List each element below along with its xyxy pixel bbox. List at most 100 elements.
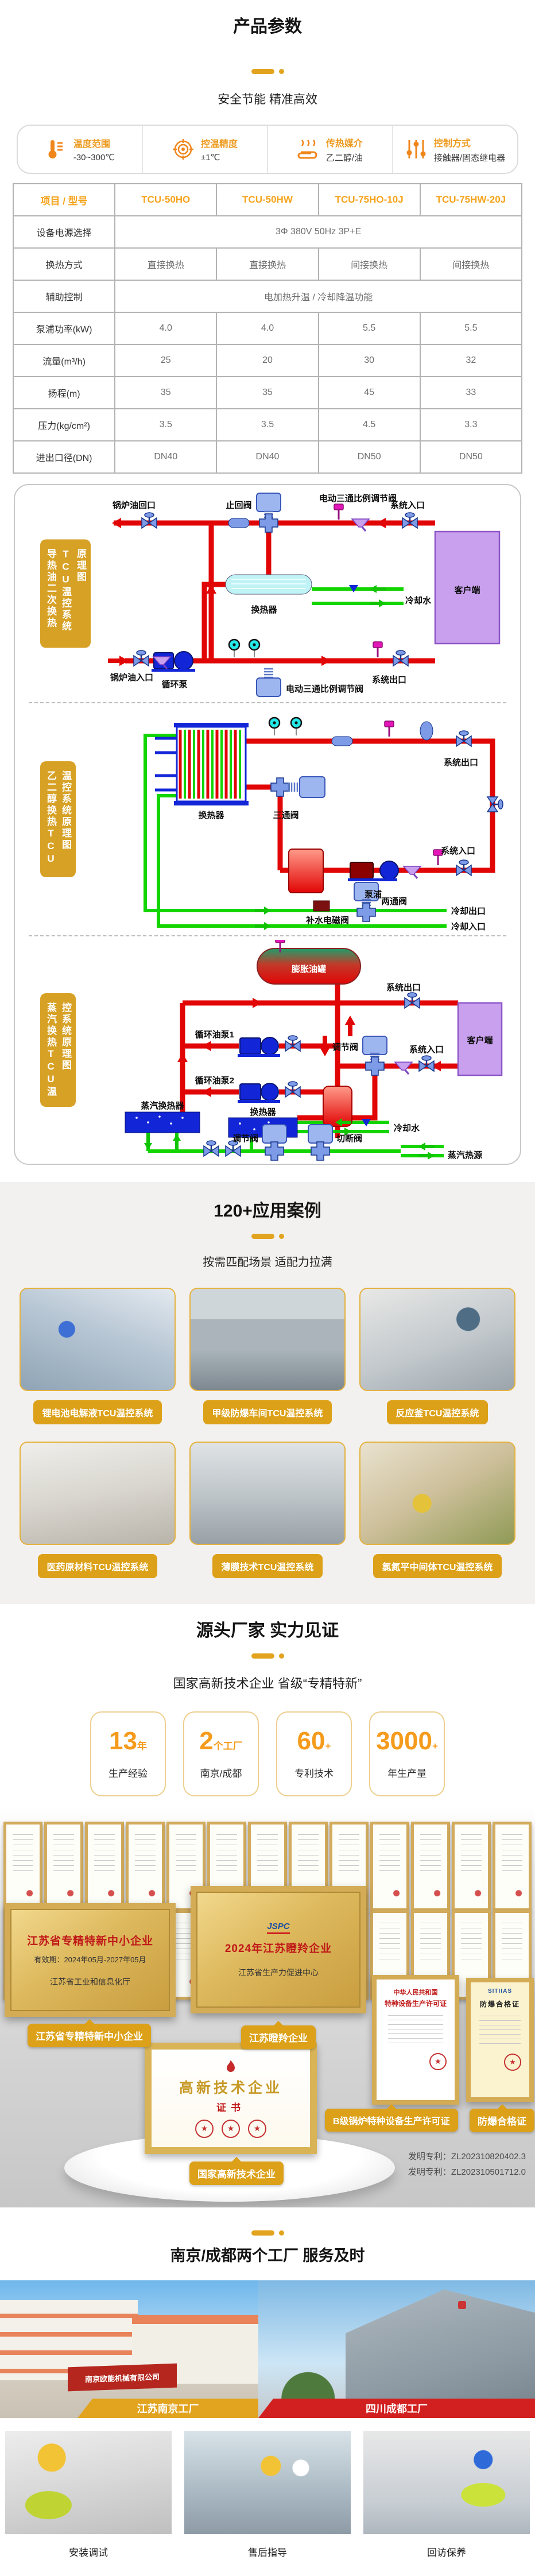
label-exchanger: 换热器 [198, 810, 224, 820]
case-photo [20, 1288, 176, 1391]
feature-medium: 传热媒介乙二醇/油 [267, 126, 392, 173]
row-value: 3Φ 380V 50Hz 3P+E [114, 215, 522, 249]
dashed-separator [29, 935, 506, 936]
service-photo-guidance [184, 2431, 351, 2534]
certificate-explosion-proof: SITIIAS 防爆合格证 ★ [466, 1978, 534, 2102]
cell: 35 [114, 376, 218, 409]
cell: 3.3 [419, 408, 523, 441]
gold-divider [0, 1653, 535, 1659]
certificate-thumbnail [166, 1822, 206, 1911]
plate-heat-exchanger [155, 723, 249, 805]
label-motor-valve-top: 电动三通比例调节阀 [319, 493, 397, 503]
cert-country: 中华人民共和国 [393, 1989, 438, 1996]
stat-card: 60+专利技术 [276, 1711, 352, 1796]
glycol-diagram-schematic: 换热器 三通阀 泵浦 系统出口 系统入口 两通阀 补水电磁阀 冷却出口 冷却入口 [144, 716, 504, 932]
check-valve [331, 736, 353, 746]
diagram-steam: 蒸汽换热TCU温控系统原理图 [15, 936, 520, 1164]
section-product-params: 产品参数 安全节能 精准高效 温度范围-30~300℃ 控温精度±1℃ 传热媒介… [0, 0, 535, 1165]
section-application-cases: 120+应用案例 按需匹配场景 适配力拉满 锂电池电解液TCU温控系统 甲级防爆… [0, 1182, 535, 1604]
case-card: 氯氮平中间体TCU温控系统 [359, 1442, 515, 1578]
feature-label: 传热媒介 [325, 138, 363, 149]
label-client: 客户端 [453, 585, 480, 595]
feature-value: 乙二醇/油 [325, 153, 363, 163]
case-badge: 薄膜技术TCU温控系统 [212, 1554, 323, 1578]
cert-body-lines [388, 2015, 443, 2047]
service-caption: 回访保养 [427, 2547, 466, 2558]
stat-label: 南京/成都 [200, 1768, 242, 1779]
patent-line: 发明专利：ZL202310820402.3 [408, 2152, 526, 2161]
certificate-boiler-license: 中华人民共和国 特种设备生产许可证 ★ [372, 1975, 459, 2105]
row-label: 设备电源选择 [12, 215, 116, 249]
diagram-oil-secondary: 导热油二次换热TCU温控系统原理图 [15, 485, 520, 702]
case-photo [20, 1442, 176, 1545]
cert-title: 特种设备生产许可证 [384, 2000, 447, 2008]
certificate-thumbnail [85, 1822, 124, 1911]
makeup-solenoid-valve [313, 900, 330, 912]
cell: DN50 [317, 440, 421, 474]
check-triangle [349, 585, 358, 592]
seal-icon: ★ [504, 2054, 521, 2071]
valve-actuator [299, 776, 325, 798]
expansion-tank [257, 948, 361, 985]
label-check-valve: 止回阀 [226, 500, 251, 510]
stats-row: 13年生产经验 2个工厂南京/成都 60+专利技术 3000+年生产量 [0, 1711, 535, 1796]
label-pump: 泵浦 [365, 889, 382, 900]
stat-number: 60 [297, 1727, 325, 1755]
row-label: 换热方式 [12, 247, 116, 281]
stat-suffix: + [432, 1741, 438, 1752]
feature-control: 控制方式接触器/固态继电器 [392, 126, 517, 173]
label-boiler-inlet: 锅炉油入口 [110, 672, 153, 683]
factory-photos: 南京欧能机械有限公司 江苏南京工厂 四川成都工厂 [0, 2280, 535, 2418]
cell: DN50 [419, 440, 523, 474]
feature-value: ±1℃ [200, 153, 220, 162]
plaque-title: 2024年江苏瞪羚企业 [224, 1942, 332, 1955]
feature-value: 接触器/固态继电器 [433, 153, 506, 163]
label-system-outlet: 系统出口 [444, 757, 478, 768]
jspc-logo: JSPC [267, 1922, 290, 1934]
table-header-row: 项目 / 型号 TCU-50HO TCU-50HW TCU-75HO-10J T… [12, 183, 523, 216]
gold-divider [0, 69, 535, 74]
certificate-thumbnail [493, 1822, 532, 1911]
feature-bar: 温度范围-30~300℃ 控温精度±1℃ 传热媒介乙二醇/油 控制方式接触器/固… [17, 125, 518, 174]
electric-heater [288, 849, 324, 893]
diagram-side-label: 导热油二次换热TCU温控系统原理图 [40, 539, 91, 648]
cell: 33 [419, 376, 523, 409]
plaque-issuer: 江苏省工业和信息化厅 [50, 1977, 130, 1986]
target-icon [172, 139, 193, 160]
service-caption: 安装调试 [69, 2547, 108, 2558]
label-cooling-water: 冷却水 [394, 1123, 420, 1133]
label-pump: 循环泵 [161, 679, 187, 689]
pipe [180, 1003, 200, 1125]
steam-exchanger [125, 1111, 200, 1133]
cell: 32 [419, 344, 523, 377]
cert-subtitle: 证书 [216, 2102, 245, 2113]
case-card: 甲级防爆车间TCU温控系统 [189, 1288, 346, 1424]
cell: 45 [317, 376, 421, 409]
label-pump2: 循环油泵2 [195, 1075, 234, 1086]
case-card: 锂电池电解液TCU温控系统 [20, 1288, 176, 1424]
cell: 间接换热 [419, 247, 523, 281]
label-cooling-outlet: 冷却出口 [451, 906, 486, 916]
case-badge: 甲级防爆车间TCU温控系统 [203, 1400, 332, 1424]
check-triangle [362, 1119, 371, 1126]
pipe [246, 784, 283, 870]
ribbon-chengdu: 四川成都工厂 [258, 2399, 535, 2418]
section-strength: 源头厂家 实力见证 国家高新技术企业 省级“专精特新” 13年生产经验 2个工厂… [0, 1604, 535, 2207]
label-solenoid: 补水电磁阀 [305, 915, 349, 925]
seal-icon: ★ [248, 2119, 266, 2138]
heat-waves-icon [297, 140, 317, 159]
cell: 间接换热 [317, 247, 421, 281]
cases-subtitle: 按需匹配场景 适配力拉满 [203, 1256, 332, 1269]
col-header: TCU-75HW-20J [419, 183, 523, 216]
certificate-thumbnail [126, 1822, 165, 1911]
steam-diagram-schematic: 膨胀油罐 系统出口 客户端 循环油泵1 循环油泵2 调节阀 系统入口 蒸汽换热器… [125, 940, 503, 1161]
check-valve [228, 518, 250, 528]
cell: 3.5 [216, 408, 319, 441]
feature-value: -30~300℃ [73, 153, 115, 162]
stat-number: 13 [109, 1727, 137, 1755]
stat-number: 3000 [376, 1727, 432, 1755]
badge-gazelle: 江苏瞪羚企业 [241, 2021, 316, 2049]
diagram-box: 导热油二次换热TCU温控系统原理图 [14, 484, 521, 1165]
